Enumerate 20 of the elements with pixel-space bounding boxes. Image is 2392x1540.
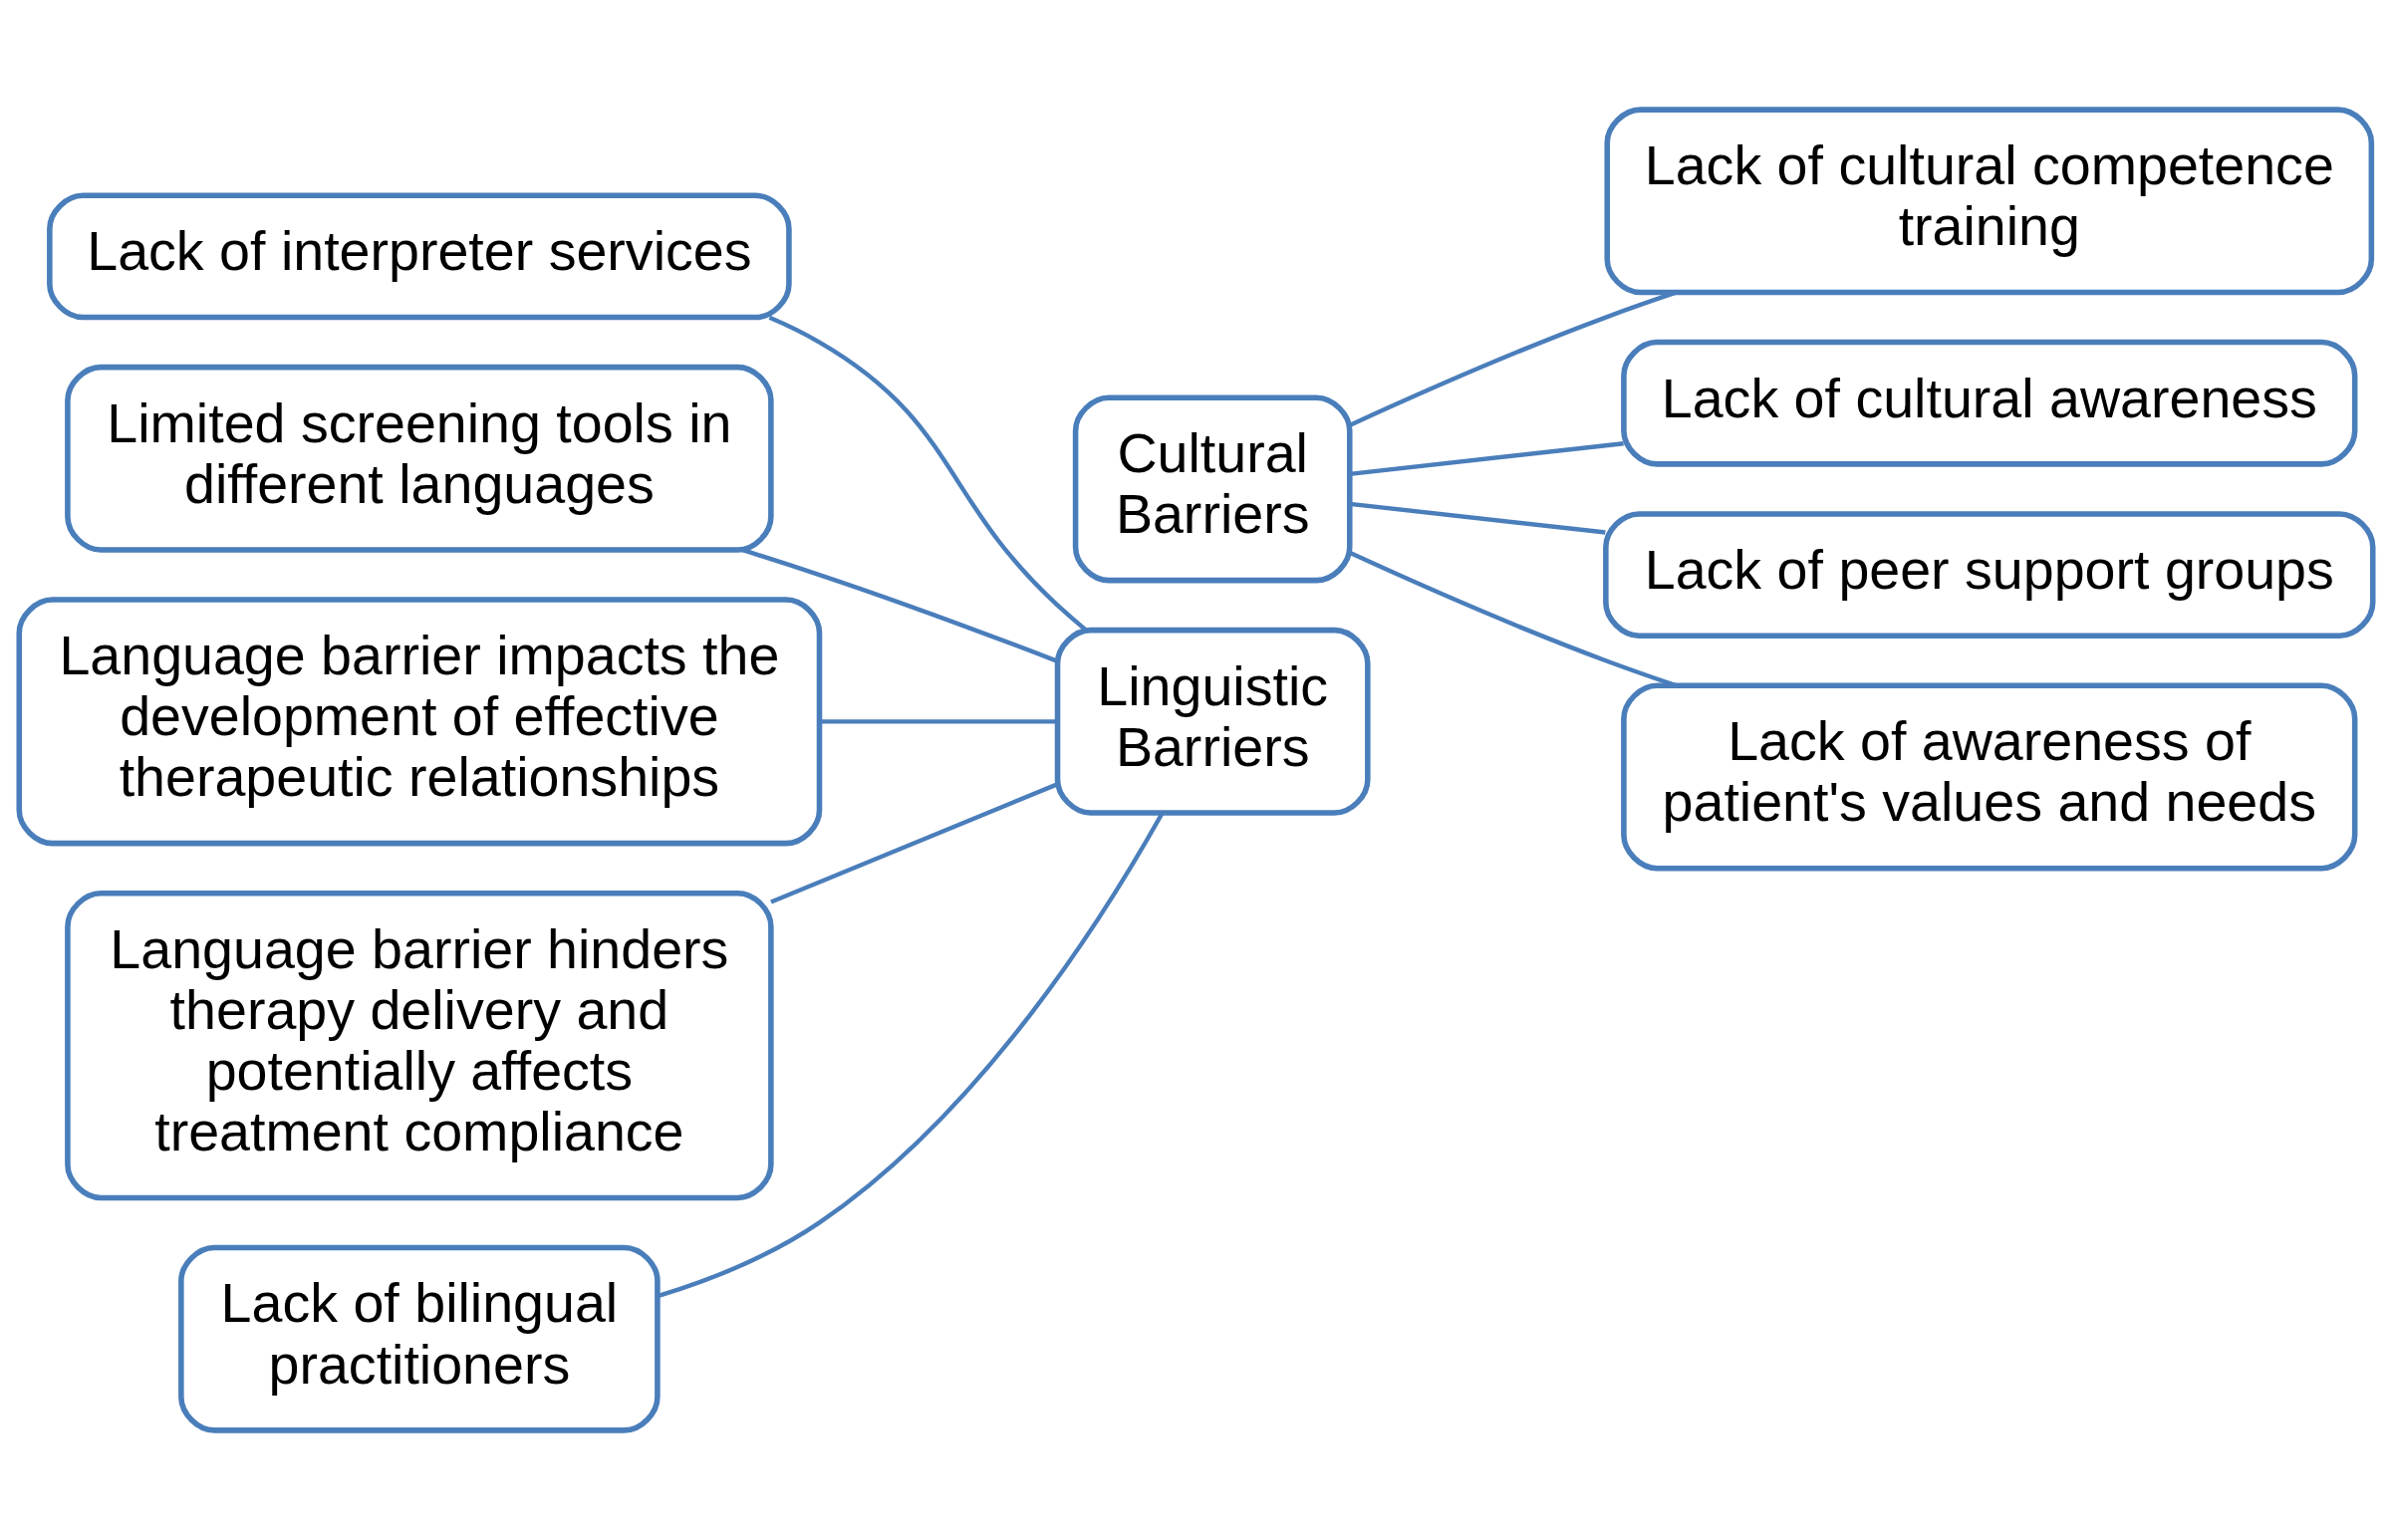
- connector: [1349, 551, 1677, 688]
- connector: [1349, 290, 1677, 427]
- node-box: Lack of bilingual practitioners: [178, 1244, 661, 1433]
- connector: [768, 315, 1088, 633]
- node-box: Language barrier hinders therapy delivery and potentially affects treatment compliance: [65, 890, 774, 1201]
- connector: [819, 719, 1057, 724]
- node-box: Lack of cultural competence training: [1604, 107, 2375, 296]
- connector: [1349, 441, 1624, 477]
- node-box: Cultural Barriers: [1072, 394, 1353, 584]
- connector: [657, 812, 1165, 1299]
- node-box: Limited screening tools in different languages: [65, 364, 774, 553]
- node-box: Language barrier impacts the development of effective therapeutic relationships: [16, 597, 823, 847]
- node-box: Lack of peer support groups: [1603, 511, 2376, 639]
- node-box: Lack of interpreter services: [47, 192, 792, 321]
- node-box: Lack of cultural awareness: [1621, 339, 2358, 467]
- connector: [770, 782, 1058, 904]
- connector: [1349, 501, 1606, 535]
- connector: [741, 548, 1058, 663]
- node-box: Lack of awareness of patient's values and needs: [1621, 682, 2358, 872]
- node-box: Linguistic Barriers: [1054, 627, 1371, 816]
